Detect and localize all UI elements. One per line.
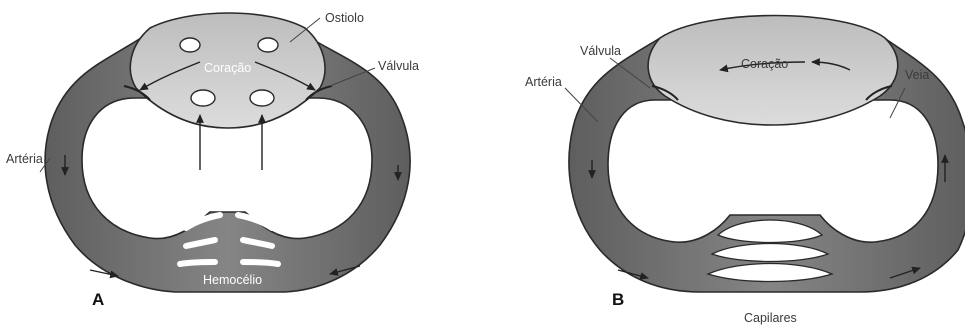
panel-b-label-capilares: Capilares (744, 311, 797, 325)
panel-a-ostiole (180, 38, 200, 52)
panel-a-label-hemocelio: Hemocélio (203, 273, 262, 287)
panel-b-closed-system: Válvula Coração Artéria Veia Capilares B (525, 16, 965, 326)
panel-a-letter: A (92, 290, 104, 309)
panel-b-label-arteria: Artéria (525, 75, 562, 89)
panel-a-label-coracao: Coração (204, 61, 251, 75)
panel-b-label-valvula: Válvula (580, 44, 621, 58)
panel-b-letter: B (612, 290, 624, 309)
panel-a-label-arteria: Artéria (6, 152, 43, 166)
panel-a-label-ostiolo: Ostiolo (325, 11, 364, 25)
panel-b-label-veia: Veia (905, 68, 929, 82)
panel-b-label-coracao: Coração (741, 57, 788, 71)
panel-a-ostiole (258, 38, 278, 52)
panel-a-label-valvula: Válvula (378, 59, 419, 73)
panel-a-open-system: Ostiolo Coração Válvula Artéria Hemocéli… (6, 11, 419, 309)
panel-a-ostiole (191, 90, 215, 106)
panel-b-capillary-bed (708, 220, 832, 282)
panel-a-ostiole (250, 90, 274, 106)
